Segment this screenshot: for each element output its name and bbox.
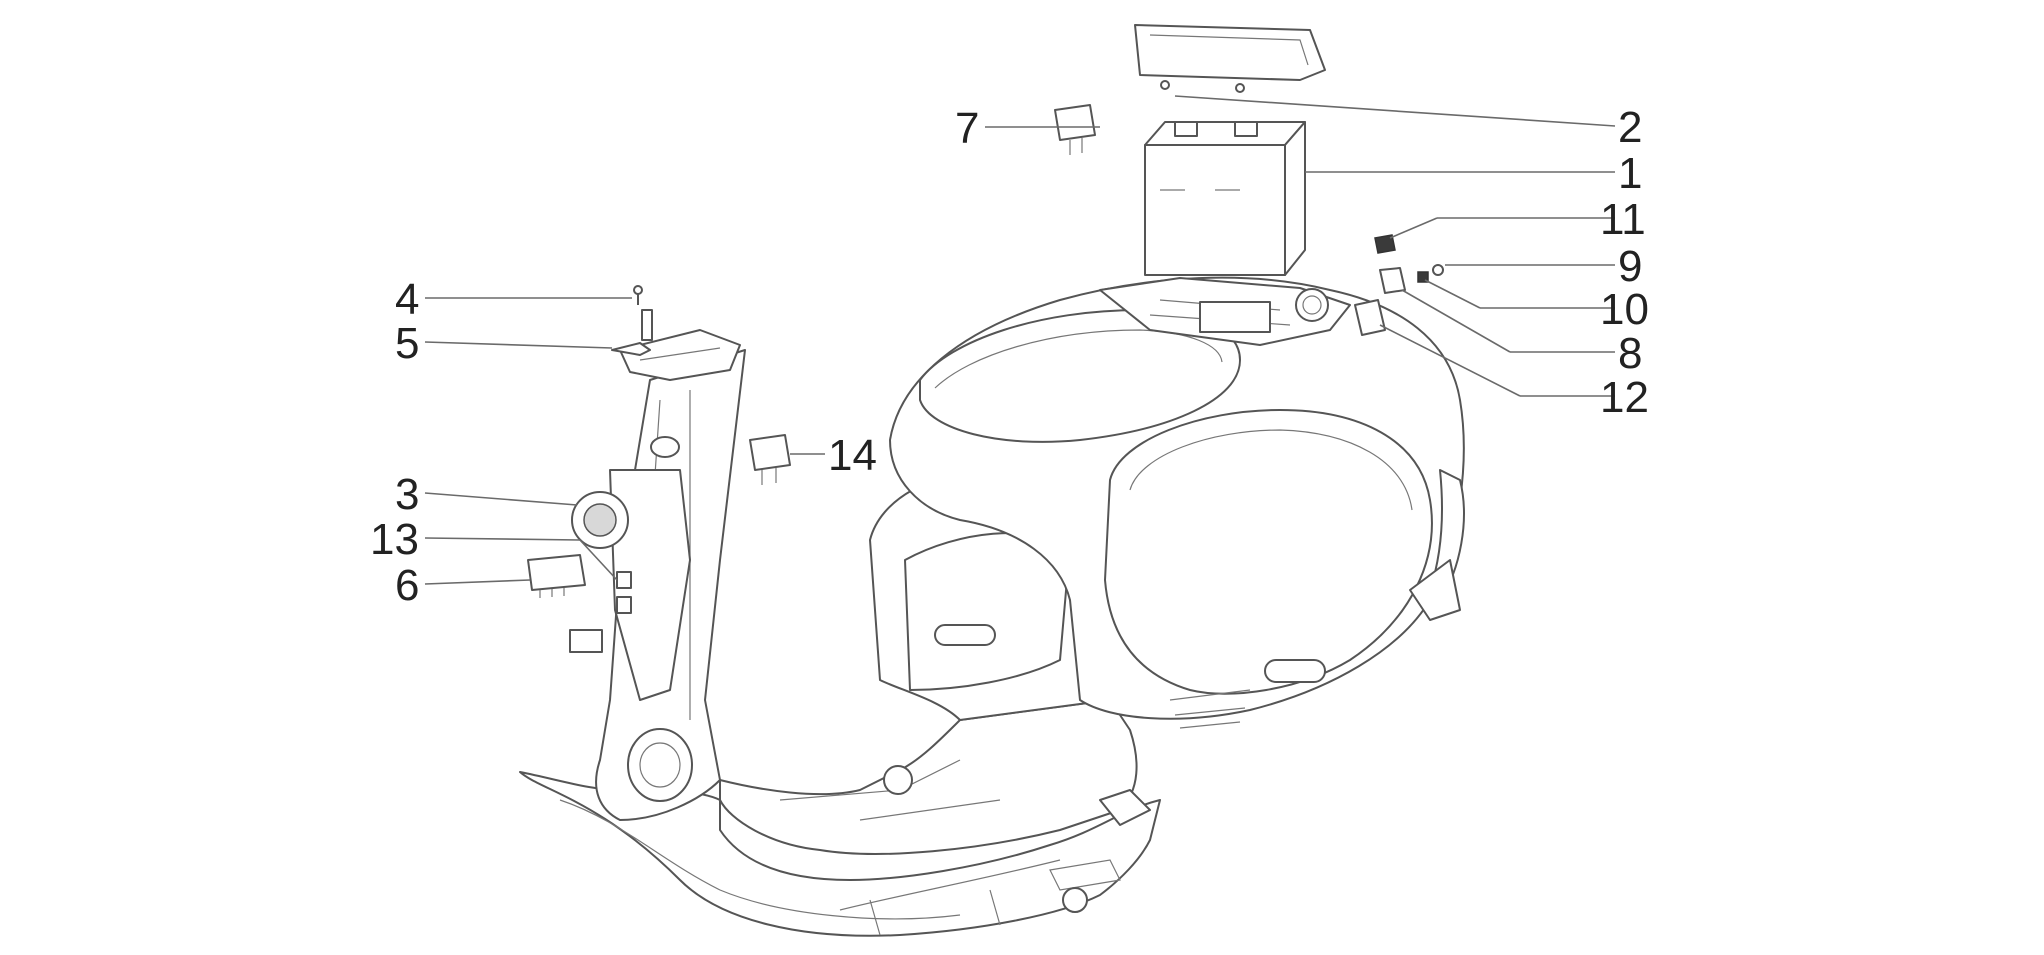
- battery-part: [1144, 144, 1286, 276]
- leader-lines: [424, 95, 1616, 585]
- clamp-parts-drawing: [1354, 234, 1444, 336]
- callout-4: 4: [395, 275, 419, 324]
- callout-8: 8: [1618, 329, 1642, 378]
- callout-1: 1: [1618, 149, 1642, 198]
- callout-10: 10: [1600, 285, 1649, 334]
- relay-7-part: [1054, 104, 1096, 141]
- steering-frame-drawing: [527, 285, 741, 701]
- callout-6: 6: [395, 561, 419, 610]
- callout-3: 3: [395, 470, 419, 519]
- callout-7: 7: [955, 104, 979, 153]
- battery-drawing: [749, 24, 1326, 485]
- callout-5: 5: [395, 319, 419, 368]
- callout-9: 9: [1618, 242, 1642, 291]
- callout-labels: 1 2 3 4 5 6 7 8 9 10 11 12 13 14: [370, 103, 1649, 610]
- battery-cover-part: [1134, 24, 1326, 81]
- callout-2: 2: [1618, 103, 1642, 152]
- callout-13: 13: [370, 515, 419, 564]
- relay-14-part: [749, 434, 791, 471]
- callout-12: 12: [1600, 373, 1649, 422]
- scooter-body-drawing: [519, 276, 1465, 937]
- callout-14: 14: [828, 431, 877, 480]
- callout-11: 11: [1600, 195, 1646, 244]
